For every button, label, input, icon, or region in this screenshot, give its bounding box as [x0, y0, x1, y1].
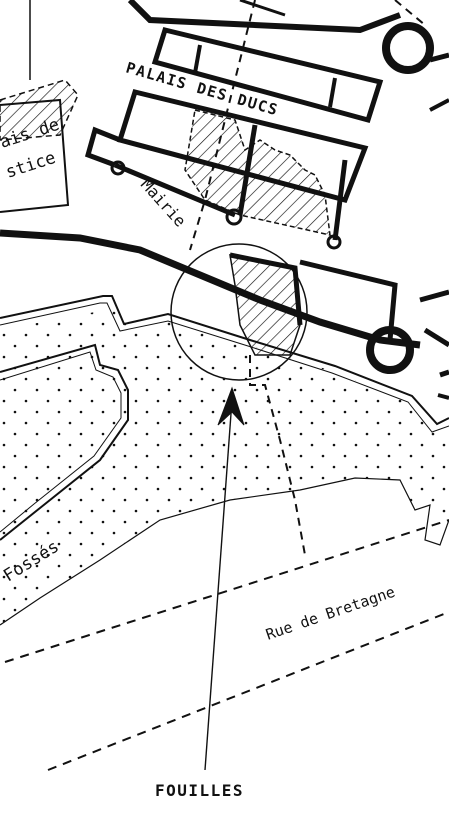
hatch-area-central: [184, 109, 331, 236]
excavation-circle: [170, 243, 308, 381]
street-line-lower: [47, 611, 449, 771]
fouilles-arrow-head: [217, 386, 245, 426]
contour-line: [0, 477, 449, 626]
bastion-outline: [0, 343, 129, 541]
tower-south-east: [366, 326, 414, 374]
dashed-wall-trace-north: [189, 0, 256, 251]
hatch-area-south: [229, 254, 301, 356]
east-walls: [419, 52, 449, 378]
fouilles-arrow-line: [204, 399, 233, 771]
tower-small-1: [110, 160, 126, 176]
palais-de-justice-hatch: [0, 79, 79, 141]
tower-north-east: [382, 22, 434, 74]
moat-edge-inner: [0, 302, 449, 433]
moat-edge: [0, 295, 449, 426]
moat-area: [0, 302, 449, 625]
street-line-upper: [4, 519, 449, 663]
label-fouilles: FOUILLES: [155, 781, 244, 800]
bastion-outline-inner: [0, 351, 122, 533]
east-towers: [429, 98, 449, 400]
dashed-wall-trace-south: [249, 355, 306, 556]
dashed-wall-trace-east: [394, 0, 426, 26]
tower-small-3: [326, 234, 342, 250]
